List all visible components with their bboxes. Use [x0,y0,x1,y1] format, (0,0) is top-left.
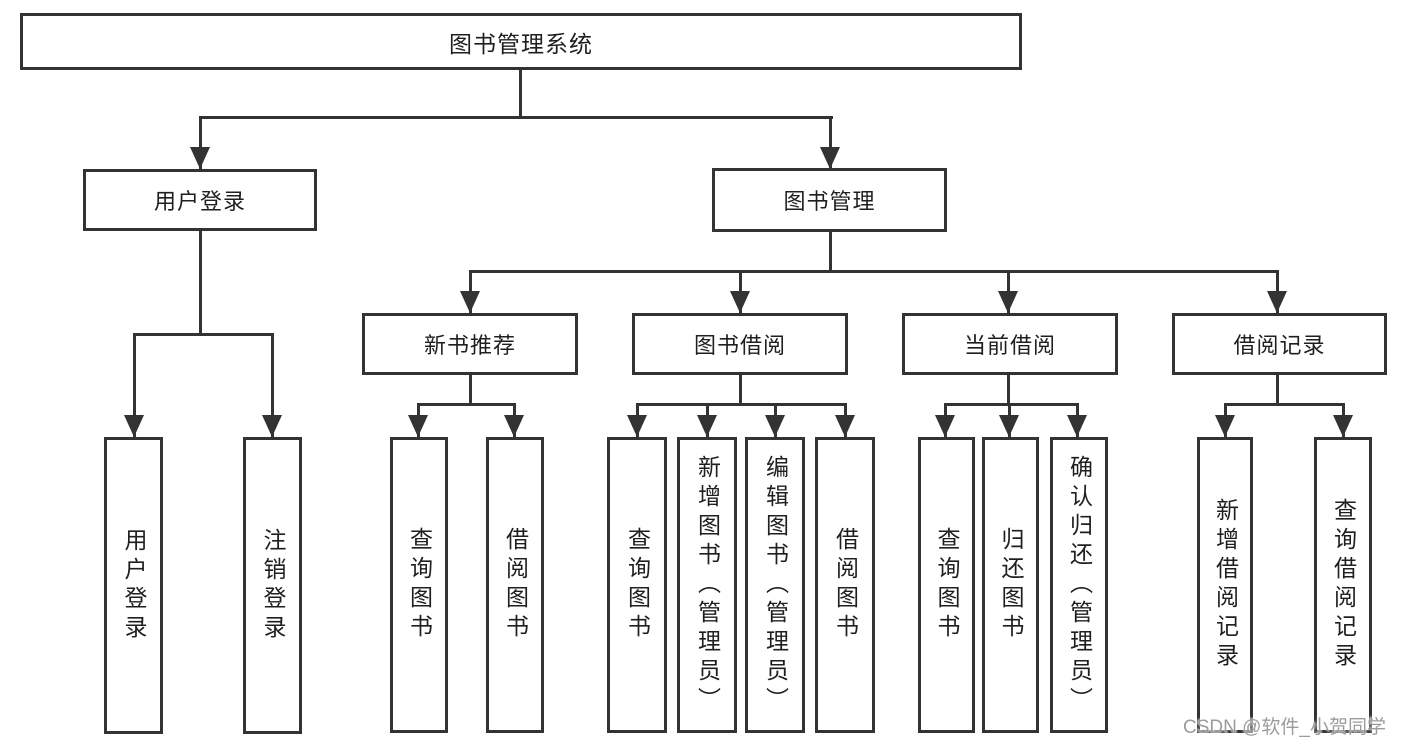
leaf-label: 编辑图书（管理员） [762,454,789,716]
leaf-label: 用户登录 [121,527,147,644]
connector-line [469,373,472,406]
node-label: 新书推荐 [423,333,516,358]
arrow-down-icon [1215,415,1235,437]
connector-line [199,229,202,336]
node-new-book-recommend: 新书推荐 [362,313,578,375]
connector-line [1224,403,1344,406]
arrow-down-icon [697,415,717,437]
leaf-logout: 注销登录 [243,437,302,734]
connector-line [199,116,202,169]
leaf-bb-edit-books-admin: 编辑图书（管理员） [745,437,805,733]
arrow-down-icon [190,147,210,169]
leaf-label: 新增图书（管理员） [694,454,721,716]
arrow-down-icon [504,415,524,437]
arrow-down-icon [627,415,647,437]
leaf-bb-query-books: 查询图书 [607,437,667,733]
leaf-label: 借阅图书 [832,527,859,643]
connector-line [417,403,516,406]
connector-line [519,68,522,118]
node-current-borrowing: 当前借阅 [902,313,1118,375]
leaf-nb-query-books: 查询图书 [390,437,448,733]
arrow-down-icon [765,415,785,437]
leaf-cb-return-books: 归还图书 [982,437,1039,733]
leaf-br-query-record: 查询借阅记录 [1314,437,1372,733]
arrow-down-icon [460,291,480,313]
connector-line [739,373,742,406]
node-label: 用户登录 [153,189,246,214]
arrow-down-icon [124,415,144,437]
connector-line [199,116,833,119]
arrow-down-icon [935,415,955,437]
connector-line [271,333,274,437]
node-label: 图书借阅 [693,333,786,358]
leaf-bb-borrow-books: 借阅图书 [815,437,875,733]
connector-line [1276,373,1279,406]
node-label: 借阅记录 [1233,333,1326,358]
arrow-down-icon [730,291,750,313]
node-user-login: 用户登录 [83,169,317,231]
connector-line [829,230,832,273]
node-borrowing-records: 借阅记录 [1172,313,1387,375]
leaf-label: 查询图书 [624,527,651,643]
arrow-down-icon [820,147,840,169]
connector-line [469,270,1279,273]
leaf-label: 查询图书 [934,527,960,643]
arrow-down-icon [998,291,1018,313]
leaf-nb-borrow-books: 借阅图书 [486,437,544,733]
arrow-down-icon [1333,415,1353,437]
leaf-user-login: 用户登录 [104,437,163,734]
node-label: 当前借阅 [963,333,1056,358]
node-label: 图书管理系统 [449,30,593,57]
watermark: CSDN @软件_小贺同学 [1183,717,1386,738]
arrow-down-icon [999,415,1019,437]
arrow-down-icon [835,415,855,437]
arrow-down-icon [1267,291,1287,313]
connector-line [133,333,274,336]
connector-line [829,116,832,169]
leaf-bb-add-books-admin: 新增图书（管理员） [677,437,737,733]
leaf-label: 查询图书 [406,527,433,643]
leaf-label: 注销登录 [260,527,286,644]
node-book-management: 图书管理 [712,168,947,232]
leaf-label: 确认归还（管理员） [1066,454,1093,716]
leaf-label: 借阅图书 [502,527,529,643]
arrow-down-icon [408,415,428,437]
connector-line [133,333,136,437]
arrow-down-icon [1067,415,1087,437]
leaf-label: 查询借阅记录 [1330,498,1357,672]
connector-line [636,403,846,406]
leaf-cb-confirm-return-admin: 确认归还（管理员） [1050,437,1108,733]
leaf-br-add-record: 新增借阅记录 [1197,437,1253,733]
leaf-label: 新增借阅记录 [1212,498,1239,672]
connector-line [944,403,1079,406]
node-library-system: 图书管理系统 [20,13,1022,70]
leaf-cb-query-books: 查询图书 [918,437,975,733]
node-book-borrowing: 图书借阅 [632,313,848,375]
node-label: 图书管理 [783,189,876,214]
connector-line [1007,373,1010,406]
arrow-down-icon [262,415,282,437]
leaf-label: 归还图书 [998,527,1024,643]
